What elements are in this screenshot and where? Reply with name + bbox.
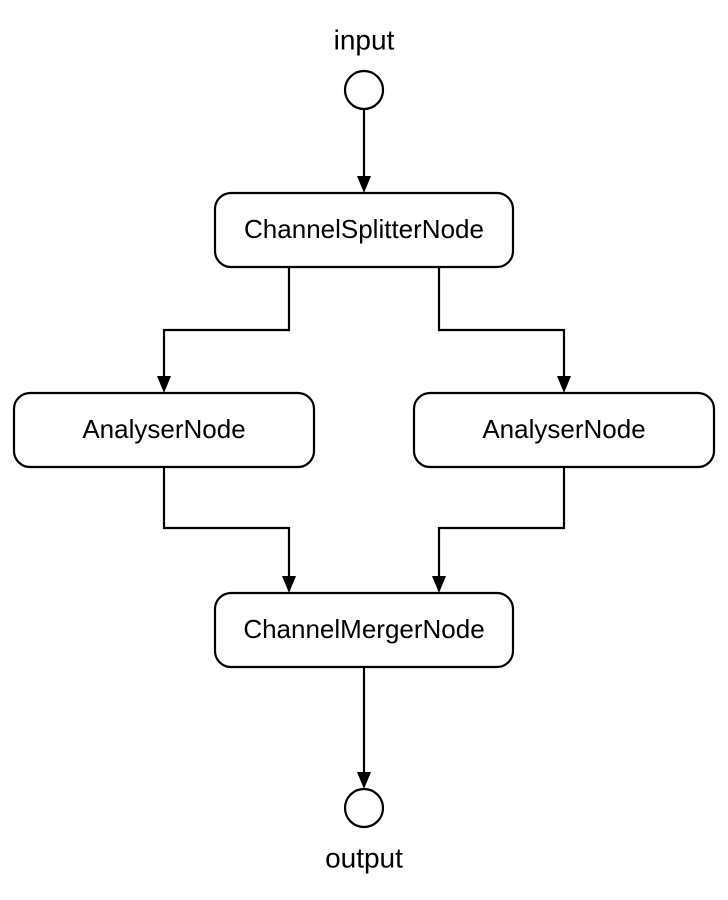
output-endpoint-circle[interactable] bbox=[343, 787, 385, 829]
edge-input-to-splitter bbox=[357, 109, 371, 193]
node-channel-splitter-label: ChannelSplitterNode bbox=[244, 214, 484, 244]
node-channel-merger-label: ChannelMergerNode bbox=[243, 614, 484, 644]
edge-analyser-right-to-merger bbox=[432, 467, 566, 593]
node-analyser-right-label: AnalyserNode bbox=[482, 414, 645, 444]
arrowhead-icon bbox=[282, 576, 296, 593]
node-channel-splitter-box[interactable] bbox=[213, 191, 515, 269]
node-analyser-left[interactable]: AnalyserNode bbox=[12, 391, 316, 469]
arrowhead-icon bbox=[357, 772, 371, 789]
edge-analyser-left-to-merger bbox=[162, 467, 296, 593]
edge-splitter-to-analyser-left bbox=[157, 267, 291, 393]
edge-splitter-to-analyser-right bbox=[437, 267, 571, 393]
arrowhead-icon bbox=[557, 376, 571, 393]
node-analyser-left-label: AnalyserNode bbox=[82, 414, 245, 444]
node-analyser-right[interactable]: AnalyserNode bbox=[412, 391, 716, 469]
input-endpoint-circle[interactable] bbox=[343, 69, 385, 111]
arrowhead-icon bbox=[432, 576, 446, 593]
arrowhead-icon bbox=[357, 176, 371, 193]
node-channel-splitter[interactable]: ChannelSplitterNode bbox=[213, 191, 515, 269]
node-channel-merger[interactable]: ChannelMergerNode bbox=[213, 591, 515, 669]
edge-merger-to-output bbox=[357, 667, 371, 789]
arrowhead-icon bbox=[157, 376, 171, 393]
input-label: input bbox=[334, 24, 395, 55]
output-label: output bbox=[325, 842, 403, 873]
